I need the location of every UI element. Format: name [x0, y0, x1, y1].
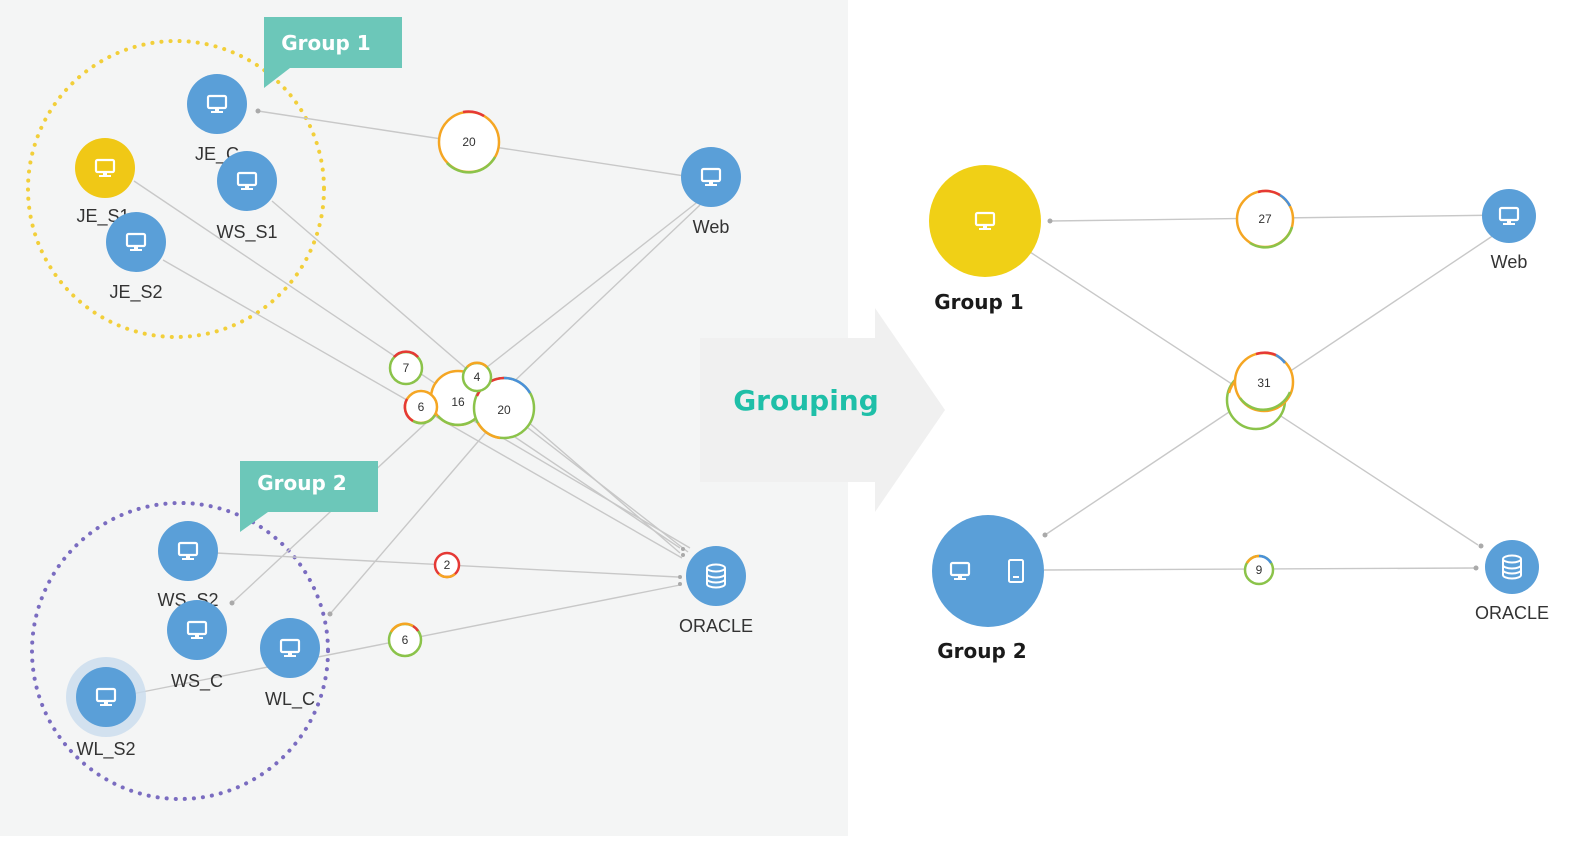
group1-badge[interactable]: Group 1: [264, 17, 402, 88]
node-label: ORACLE: [679, 616, 753, 636]
counter-value: 4: [474, 370, 481, 384]
counter-value: 9: [1256, 563, 1263, 577]
counter-circle[interactable]: 2: [433, 551, 461, 579]
node-oracle[interactable]: ORACLE: [679, 546, 753, 636]
node-web[interactable]: Web: [681, 147, 741, 237]
grouping-label: Grouping: [733, 384, 879, 417]
node-je-s1[interactable]: JE_S1: [75, 138, 135, 227]
node-wl-s2[interactable]: WL_S2: [66, 657, 146, 760]
node-label: WL_S2: [76, 739, 135, 760]
counter-circle[interactable]: 27: [1235, 189, 1295, 249]
group2-badge[interactable]: Group 2: [240, 461, 378, 532]
counter-value: 31: [1257, 376, 1271, 390]
node-je-c[interactable]: JE_C: [187, 74, 247, 165]
counter-circle[interactable]: 31: [1225, 351, 1295, 431]
node-ws-s2[interactable]: WS_S2: [157, 521, 219, 611]
counter-value: 20: [497, 403, 511, 417]
counter-value: 16: [451, 395, 465, 409]
counter-value: 7: [403, 361, 410, 375]
counter-circle[interactable]: 6: [387, 622, 423, 658]
node-ws-s1[interactable]: WS_S1: [216, 151, 278, 243]
grouping-arrow: [700, 308, 945, 512]
node-label: Web: [1491, 252, 1528, 272]
node-group2[interactable]: Group 2: [932, 515, 1044, 663]
group1-badge-label: Group 1: [281, 31, 370, 55]
node-label: WL_C: [265, 689, 315, 710]
node-oracle[interactable]: ORACLE: [1475, 540, 1549, 623]
counter-circle[interactable]: 4: [461, 361, 493, 393]
node-label: Group 2: [937, 639, 1026, 663]
node-label: JE_S2: [109, 282, 162, 303]
counter-circle[interactable]: 7: [388, 350, 424, 386]
counter-circle[interactable]: 20: [437, 110, 501, 174]
counter-value: 20: [462, 135, 476, 149]
edge-end-dots: [229, 108, 685, 617]
counter-circle[interactable]: 6: [403, 389, 439, 425]
node-wl-c[interactable]: WL_C: [260, 618, 320, 710]
edge-end-dots: [1042, 218, 1484, 571]
group2-badge-label: Group 2: [257, 471, 346, 495]
counter-value: 2: [444, 558, 451, 572]
node-label: WS_C: [171, 671, 223, 692]
node-ws-c[interactable]: WS_C: [167, 600, 227, 692]
group2-dotted-ring: [30, 501, 330, 801]
group1-dotted-ring: [26, 39, 326, 339]
node-je-s2[interactable]: JE_S2: [106, 212, 166, 303]
counter-value: 6: [418, 400, 425, 414]
counter-value: 27: [1258, 212, 1272, 226]
node-web[interactable]: Web: [1482, 189, 1536, 272]
counter-circle[interactable]: 9: [1243, 554, 1275, 586]
counter-value: 6: [402, 633, 409, 647]
node-label: Web: [693, 217, 730, 237]
node-group1[interactable]: Group 1: [929, 165, 1041, 314]
node-label: ORACLE: [1475, 603, 1549, 623]
node-label: Group 1: [934, 290, 1023, 314]
node-label: WS_S1: [216, 222, 277, 243]
